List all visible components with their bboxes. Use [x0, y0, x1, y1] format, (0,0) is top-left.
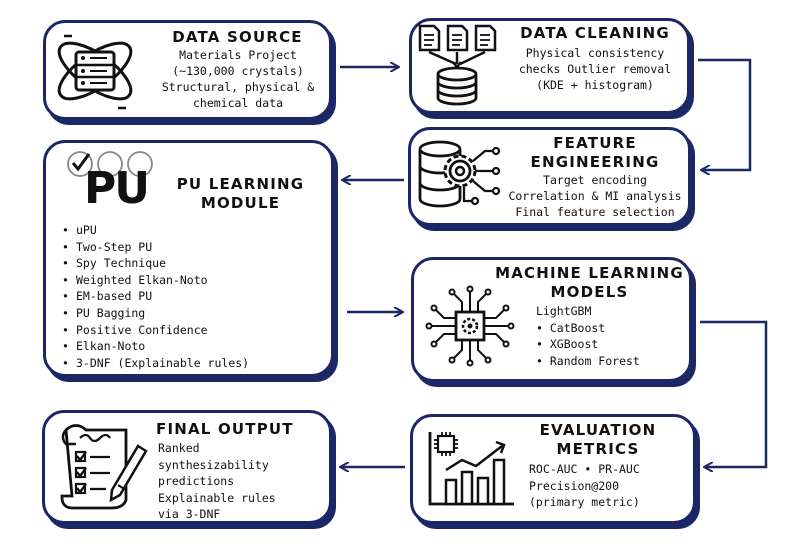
arrow-cleaning-to-feature [698, 58, 752, 170]
feature-engineering-title: FEATURE ENGINEERING [530, 134, 660, 171]
server-atom-icon [57, 34, 133, 110]
list-item: Weighted Elkan-Noto [62, 272, 249, 289]
evaluation-box [410, 414, 696, 524]
final-output-text: Ranked synthesizability predictions Expl… [158, 441, 276, 521]
final-output-title: FINAL OUTPUT [156, 420, 294, 438]
list-item: Positive Confidence [62, 322, 249, 339]
evaluation-title: EVALUATION METRICS [539, 421, 657, 458]
list-item: Two-Step PU [62, 239, 249, 256]
chip-circuit-icon [425, 285, 515, 367]
list-item: 3-DNF (Explainable rules) [62, 355, 249, 372]
bar-chart-icon [428, 432, 514, 506]
pu-learning-title: PU LEARNING MODULE [176, 175, 305, 212]
data-source-title: DATA SOURCE [172, 28, 303, 46]
list-item: EM-based PU [62, 288, 249, 305]
data-cleaning-text: Physical consistency checks Outlier remo… [518, 46, 672, 92]
list-item: uPU [62, 222, 249, 239]
list-item: PU Bagging [62, 305, 249, 322]
list-item: Elkan-Noto [62, 338, 249, 355]
data-source-text: Materials Project (~130,000 crystals) St… [161, 48, 315, 110]
feature-engineering-text: Target encoding Correlation & MI analysi… [508, 173, 682, 219]
ml-models-title: MACHINE LEARNING MODELS [495, 264, 684, 301]
checklist-pen-icon [60, 424, 148, 510]
data-cleaning-title: DATA CLEANING [520, 24, 670, 42]
database-gear-icon [418, 140, 501, 208]
pu-methods-list: uPU Two-Step PU Spy Technique Weighted E… [62, 222, 249, 371]
evaluation-text: ROC-AUC • PR-AUC Precision@200 (primary … [529, 462, 640, 509]
arrow-ml-to-eval [700, 320, 768, 467]
ml-models-text: LightGBM • CatBoost • XGBoost • Random F… [536, 304, 640, 368]
documents-database-icon [418, 24, 497, 106]
pu-logo-icon [67, 151, 153, 177]
pu-logo-text: PU [84, 163, 150, 214]
list-item: Spy Technique [62, 255, 249, 272]
